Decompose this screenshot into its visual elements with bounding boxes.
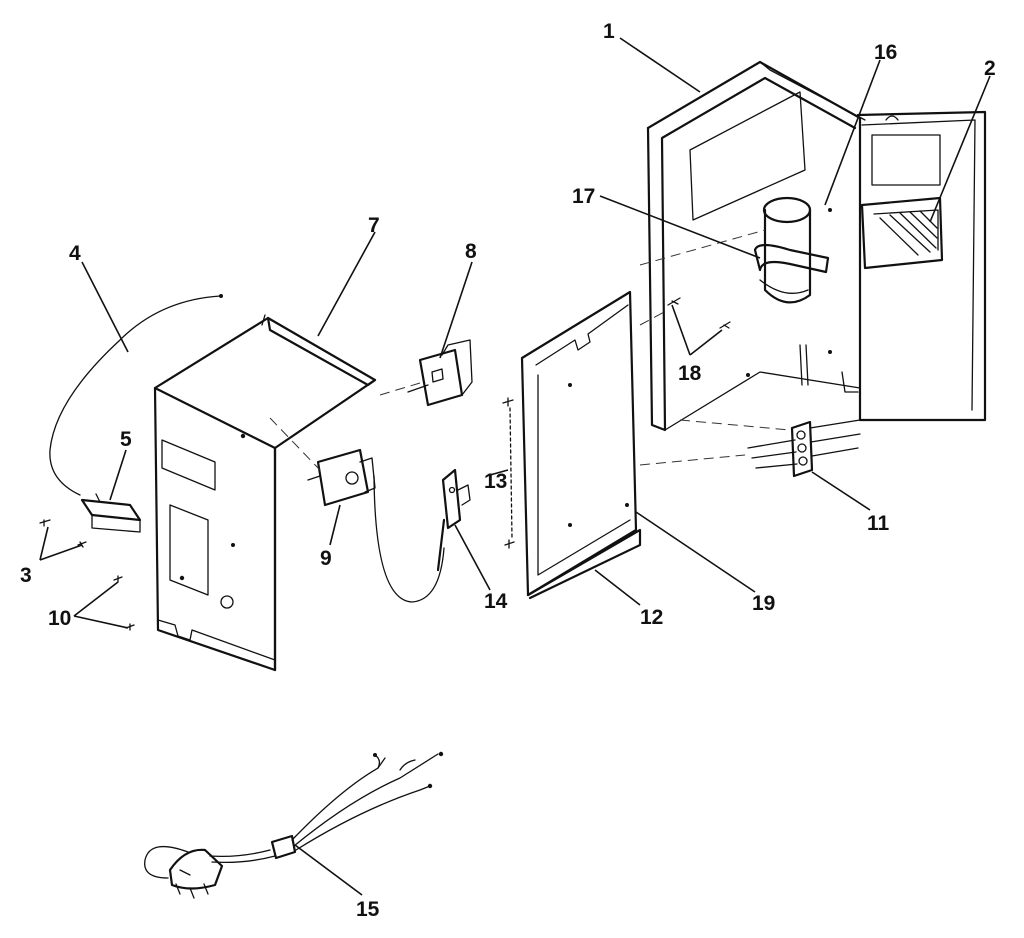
part-18-screws [667, 297, 731, 329]
part-12-front-panel [520, 290, 642, 600]
leader-lines [39, 37, 991, 896]
part-15-power-cord-harness [144, 751, 444, 899]
callout-11: 11 [867, 512, 890, 535]
part-5-bracket [80, 493, 142, 533]
callout-17: 17 [572, 185, 595, 208]
callout-14: 14 [484, 590, 508, 613]
callout-2: 2 [984, 57, 996, 80]
part-17-mounting-strap [753, 243, 830, 294]
callout-18: 18 [678, 362, 702, 385]
part-16-capacitor [762, 196, 812, 304]
callout-12: 12 [640, 606, 663, 629]
callout-19: 19 [752, 592, 775, 615]
callout-4: 4 [69, 242, 81, 265]
callout-13: 13 [484, 470, 507, 493]
part-10-screws [113, 575, 135, 631]
part-14-thermostat [436, 468, 471, 572]
part-11-terminal-block [747, 419, 861, 478]
part-9-motor [307, 448, 445, 603]
assembly-guide-lines [269, 229, 791, 471]
callout-16: 16 [874, 41, 897, 64]
part-8-selector-switch [407, 339, 473, 407]
part-2-grille [860, 196, 944, 270]
callout-8: 8 [465, 240, 477, 263]
callout-1: 1 [603, 20, 615, 43]
callout-labels: 1 2 3 4 5 7 8 9 10 11 12 13 14 15 16 17 … [20, 20, 996, 921]
part-13-screws [502, 397, 515, 549]
part-7-control-box [153, 314, 377, 672]
callout-10: 10 [48, 607, 71, 630]
part-4-sensing-bulb [49, 294, 223, 496]
callout-7: 7 [368, 214, 380, 237]
callout-15: 15 [356, 898, 380, 921]
callout-3: 3 [20, 564, 32, 587]
callout-9: 9 [320, 547, 332, 570]
callout-5: 5 [120, 428, 132, 451]
